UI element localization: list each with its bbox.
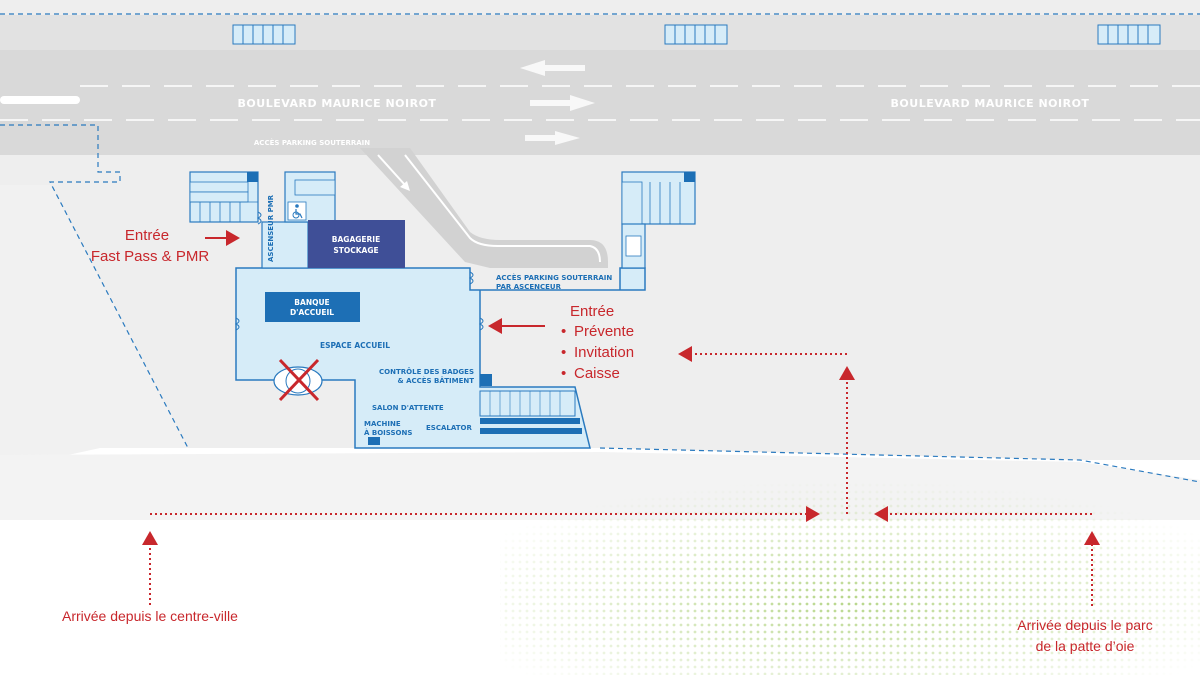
main-entrance-bullet: • xyxy=(561,365,566,382)
machine-label-1: MACHINE xyxy=(364,420,401,428)
arrival-city-center-label: Arrivée depuis le centre-ville xyxy=(62,608,238,624)
main-entrance-bullet: • xyxy=(561,323,566,340)
arrival-park-label-1: Arrivée depuis le parc xyxy=(1017,617,1152,633)
green-dot-area xyxy=(500,480,1200,675)
entrance-arrows xyxy=(205,230,545,334)
main-entrance-item: Caisse xyxy=(574,365,620,382)
badge-control-label-2: & ACCÈS BÂTIMENT xyxy=(398,376,475,385)
ascenseur-pmr-label: ASCENSEUR PMR xyxy=(267,194,275,262)
main-entrance-bullet: • xyxy=(561,344,566,361)
stockage-label: STOCKAGE xyxy=(333,246,378,255)
crossed-out-entrance-icon xyxy=(273,358,323,402)
accessibility-icon xyxy=(287,201,307,221)
road-arrow-right-icon xyxy=(525,95,595,145)
main-entrance-title: Entrée xyxy=(570,303,614,320)
espace-accueil-label: ESPACE ACCUEIL xyxy=(320,341,390,350)
bagagerie-label: BAGAGERIE xyxy=(332,235,380,244)
salon-label: SALON D'ATTENTE xyxy=(372,404,444,412)
accueil-desk-label: D'ACCUEIL xyxy=(290,308,334,317)
banque-label: BANQUE xyxy=(294,298,329,307)
double-door-icon xyxy=(234,211,484,331)
staircase-icon xyxy=(232,24,1161,45)
main-entrance-item: Prévente xyxy=(574,323,634,340)
site-boundary xyxy=(0,13,1200,483)
escalator-label: ESCALATOR xyxy=(426,424,472,432)
main-entrance-item: Invitation xyxy=(574,344,634,361)
machine-label-2: À BOISSONS xyxy=(364,428,412,437)
fastpass-entrance-subtitle: Fast Pass & PMR xyxy=(91,248,210,265)
parking-elevator-label-2: PAR ASCENCEUR xyxy=(496,283,562,291)
parking-elevator-label-1: ACCÈS PARKING SOUTERRAIN xyxy=(496,273,612,282)
parking-ramp-arrow-icon xyxy=(377,154,410,191)
boulevard-label-right: BOULEVARD MAURICE NOIROT xyxy=(891,97,1090,110)
boulevard-label-left: BOULEVARD MAURICE NOIROT xyxy=(238,97,437,110)
boulevard-road xyxy=(0,15,1200,268)
fastpass-entrance-title: Entrée xyxy=(125,227,169,244)
road-arrow-left-icon xyxy=(520,60,585,76)
arrival-park-label-2: de la patte d’oie xyxy=(1036,638,1135,654)
building-floorplan xyxy=(189,171,696,449)
parking-access-label: ACCÈS PARKING SOUTERRAIN xyxy=(254,138,370,147)
badge-control-label-1: CONTRÔLE DES BADGES xyxy=(379,367,474,376)
arrival-routes xyxy=(142,346,1100,606)
